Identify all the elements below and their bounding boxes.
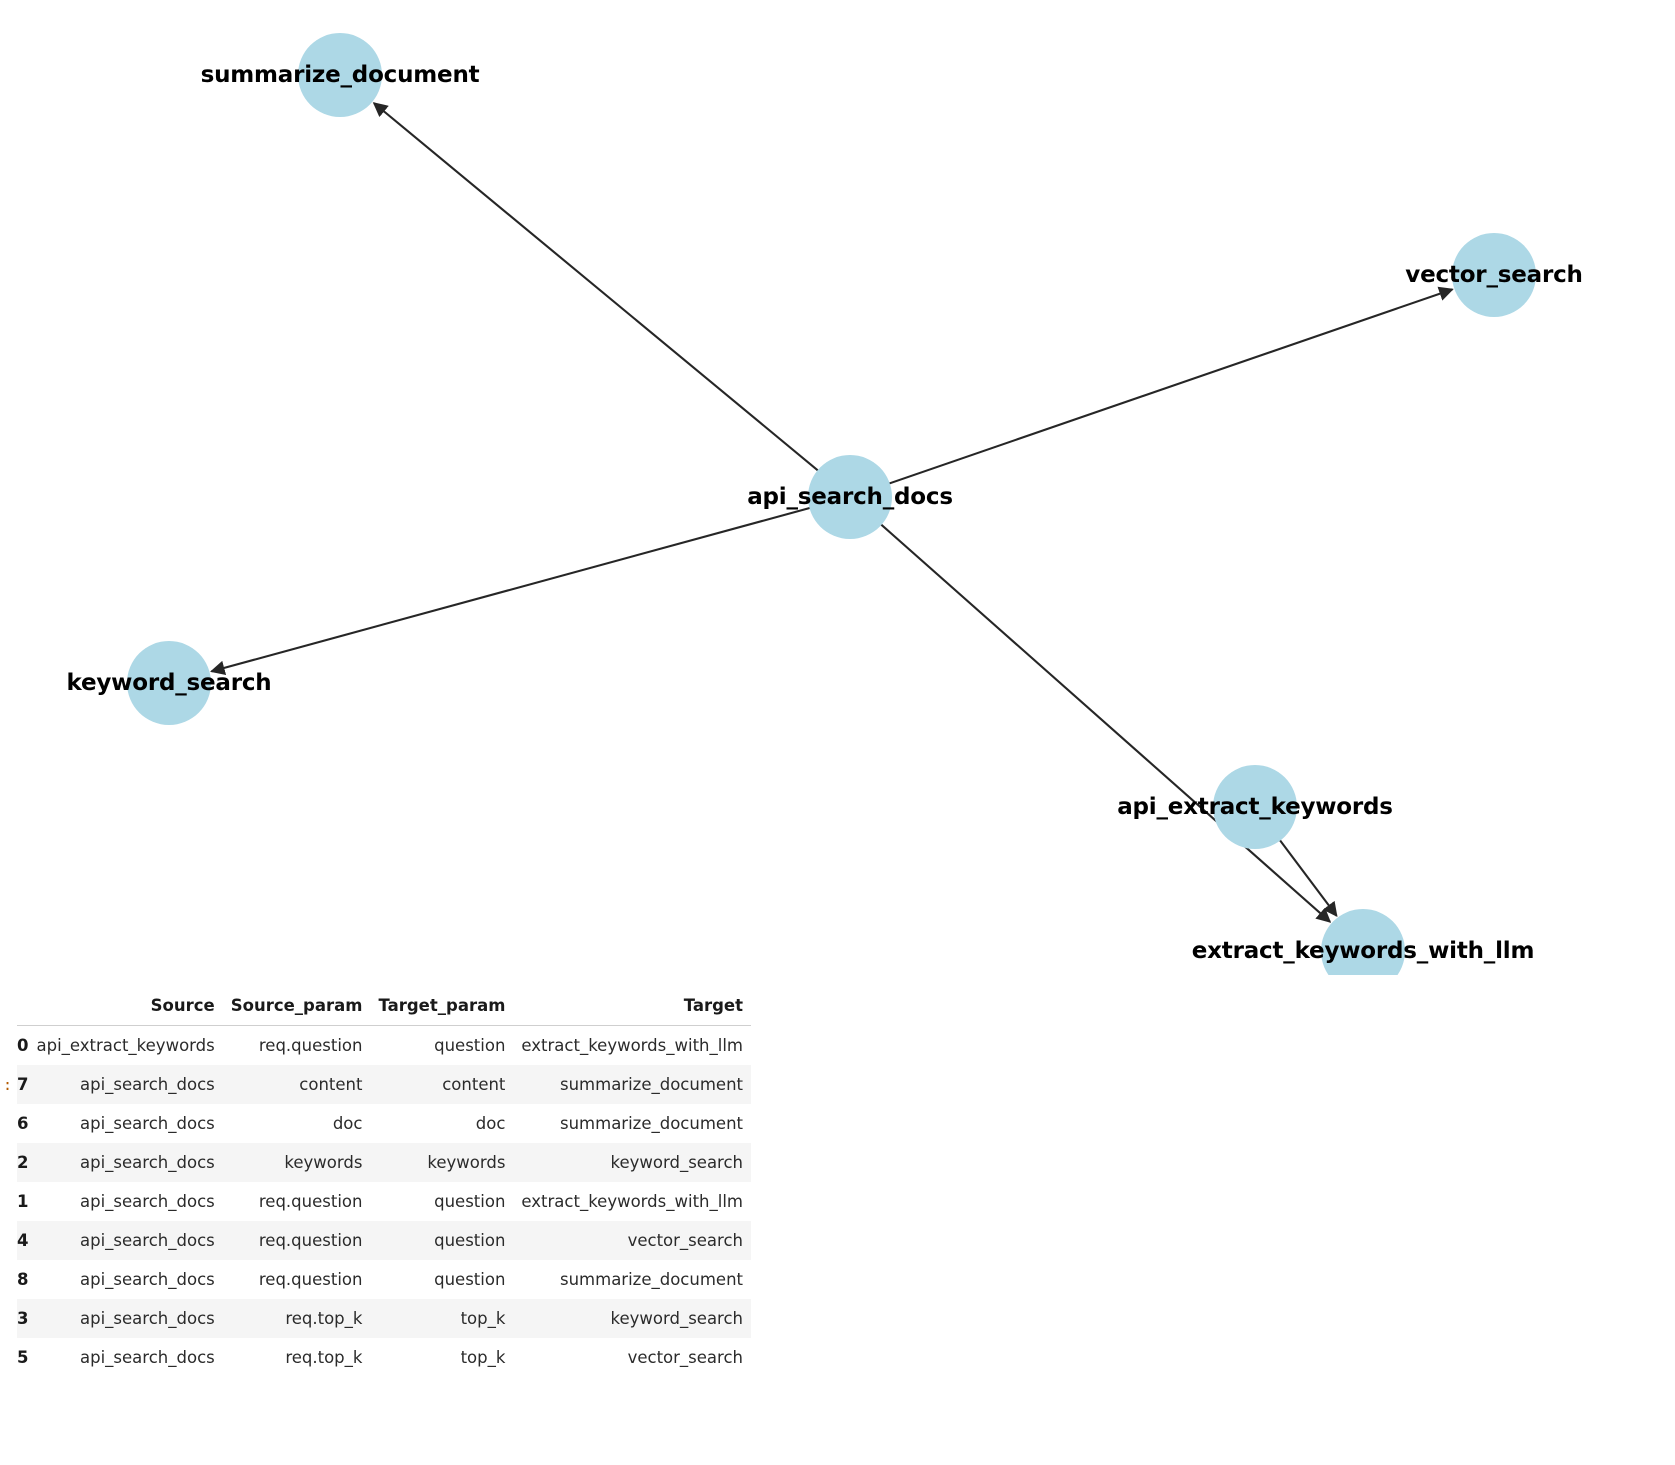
cell-target: extract_keywords_with_llm (521, 1192, 743, 1211)
cell-source-param: doc (332, 1114, 363, 1133)
cell-source-param: req.question (258, 1270, 363, 1289)
graph-canvas (127, 33, 1536, 975)
cell-source-param: req.question (258, 1192, 363, 1211)
row-index: 8 (17, 1270, 29, 1289)
graph-node-vector_search[interactable] (1452, 233, 1536, 317)
row-index: 7 (17, 1075, 29, 1094)
cell-target-param: keywords (427, 1153, 506, 1172)
row-index: 5 (17, 1348, 29, 1367)
cell-source: api_search_docs (80, 1309, 215, 1328)
row-index: 4 (17, 1231, 29, 1250)
cell-target-param: question (434, 1270, 506, 1289)
row-index: 3 (17, 1309, 29, 1328)
table-row: 4 api_search_docs req.question question vect… (17, 1221, 751, 1260)
cell-target-param: question (434, 1036, 506, 1055)
graph-edge (372, 102, 822, 474)
cell-source-param: content (299, 1075, 363, 1094)
graph-node-api_search_docs[interactable] (808, 455, 892, 539)
cell-source: api_extract_keywords (36, 1036, 215, 1055)
graph-node-extract_keywords_with_llm[interactable] (1321, 909, 1405, 975)
cell-source-param: req.question (258, 1036, 363, 1055)
row-index: 1 (17, 1192, 29, 1211)
cell-source: api_search_docs (80, 1192, 215, 1211)
table-body: 0 api_extract_keywords req.question questio… (17, 1025, 751, 1377)
column-header-source-param: Source_param (222, 990, 371, 1026)
graph-edge (877, 521, 1332, 923)
output-prompt: : (3, 1076, 13, 1094)
cell-target-param: question (434, 1192, 506, 1211)
cell-source: api_search_docs (80, 1114, 215, 1133)
cell-target-param: top_k (460, 1348, 506, 1367)
table-row: 0 api_extract_keywords req.question questio… (17, 1025, 751, 1065)
cell-source: api_search_docs (80, 1270, 215, 1289)
row-index: 0 (17, 1036, 29, 1055)
graph-edge (1276, 836, 1338, 917)
cell-target: keyword_search (610, 1309, 744, 1328)
table-row: 6 api_search_docs doc doc summarize_document (17, 1104, 751, 1143)
edges-table: Source Source_param Target_param Target … (17, 990, 751, 1377)
table-row: 2 api_search_docs keywords keywords keyword_… (17, 1143, 751, 1182)
column-header-target-param: Target_param (370, 990, 514, 1026)
column-header-source: Source (28, 990, 223, 1026)
table-row: 3 api_search_docs req.top_k top_k keyword_se… (17, 1299, 751, 1338)
cell-target: summarize_document (560, 1075, 743, 1094)
table-row: 8 api_search_docs req.question question summ… (17, 1260, 751, 1299)
cell-source: api_search_docs (80, 1153, 215, 1172)
graph-node-keyword_search[interactable] (127, 641, 211, 725)
cell-target: summarize_document (560, 1270, 743, 1289)
cell-target-param: content (442, 1075, 506, 1094)
column-header-index (17, 990, 29, 1026)
table-row: 1 api_search_docs req.question question extr… (17, 1182, 751, 1221)
cell-source-param: req.top_k (285, 1348, 363, 1367)
graph-edges (210, 102, 1454, 923)
cell-source: api_search_docs (80, 1231, 215, 1250)
row-index: 2 (17, 1153, 29, 1172)
graph-edge (885, 286, 1454, 486)
table-row: 5 api_search_docs req.top_k top_k vector_sea… (17, 1338, 751, 1377)
cell-target-param: question (434, 1231, 506, 1250)
column-header-target: Target (513, 990, 751, 1026)
cell-target: vector_search (627, 1231, 743, 1250)
cell-target: keyword_search (610, 1153, 744, 1172)
table-header: Source Source_param Target_param Target (17, 990, 751, 1026)
cell-source-param: req.question (258, 1231, 363, 1250)
table-row: 7 api_search_docs content content summarize_… (17, 1065, 751, 1104)
cell-source-param: keywords (284, 1153, 363, 1172)
graph-node-summarize_document[interactable] (298, 33, 382, 117)
cell-source: api_search_docs (80, 1075, 215, 1094)
graph-nodes (127, 33, 1536, 975)
cell-target: summarize_document (560, 1114, 743, 1133)
cell-target: vector_search (627, 1348, 743, 1367)
graph-edge (210, 505, 814, 676)
graph-node-api_extract_keywords[interactable] (1213, 765, 1297, 849)
cell-target-param: doc (475, 1114, 506, 1133)
row-index: 6 (17, 1114, 29, 1133)
table-header-row: Source Source_param Target_param Target (17, 990, 751, 1026)
cell-source-param: req.top_k (285, 1309, 363, 1328)
cell-source: api_search_docs (80, 1348, 215, 1367)
cell-target-param: top_k (460, 1309, 506, 1328)
cell-target: extract_keywords_with_llm (521, 1036, 743, 1055)
